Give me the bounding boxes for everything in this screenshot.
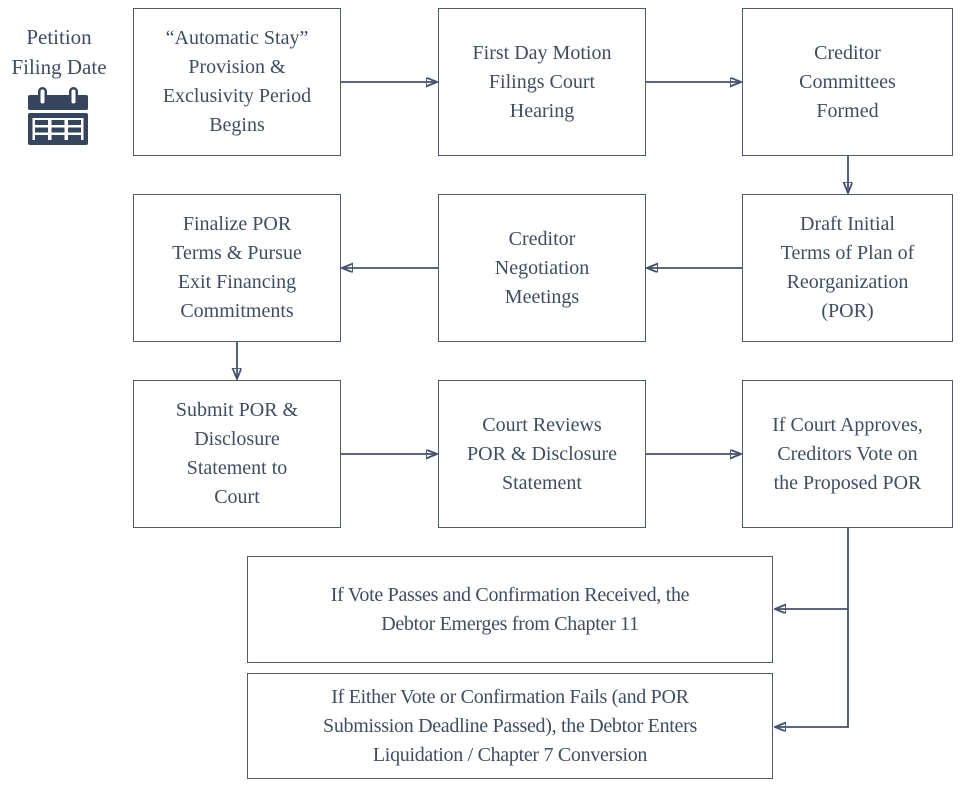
text-line: Statement to (186, 457, 288, 479)
text-line: POR & Disclosure (467, 442, 617, 465)
text-line: Terms of Plan of (780, 242, 915, 264)
text-line: (POR) (821, 300, 874, 322)
text-line: Statement (502, 471, 582, 494)
text-line: Committees (799, 70, 896, 93)
text-line: Meetings (504, 285, 580, 308)
text-line: Submission Deadline Passed), the Debtor … (323, 714, 697, 737)
calendar-icon (28, 87, 88, 145)
text-line: Finalize POR (182, 213, 292, 235)
text-line: Terms & Pursue (172, 242, 302, 264)
text-line: Filings Court (488, 70, 596, 93)
text-line: Debtor Emerges from Chapter 11 (381, 612, 639, 635)
text-line: Court (214, 486, 260, 508)
node-vote-passes-outcome: If Vote Passes and Confirmation Received… (247, 556, 773, 663)
text-line: Filing Date (11, 55, 107, 79)
text-line: Liquidation / Chapter 7 Conversion (372, 743, 648, 766)
text-line: If Either Vote or Confirmation Fails (an… (331, 685, 689, 708)
text-line: Provision & (188, 56, 286, 78)
text-line: Submit POR & (175, 399, 299, 421)
node-automatic-stay: “Automatic Stay” Provision & Exclusivity P… (133, 8, 341, 156)
text-line: Formed (816, 99, 879, 122)
text-line: Exclusivity Period (162, 85, 312, 107)
text-line: Exit Financing (177, 271, 297, 293)
text-line: Creditor (508, 227, 576, 250)
text-line: Draft Initial (800, 213, 895, 235)
text-line: Disclosure (194, 428, 280, 450)
text-line: Petition (26, 25, 92, 49)
text-line: Negotiation (494, 256, 590, 279)
text-line: the Proposed POR (773, 471, 922, 494)
text-line: If Vote Passes and Confirmation Received… (330, 583, 690, 606)
text-line: If Court Approves, (772, 413, 923, 436)
text-line: Commitments (180, 300, 294, 322)
node-court-approves: If Court Approves, Creditors Vote on the P… (742, 380, 953, 528)
text-line: Creditors Vote on (777, 442, 918, 465)
node-vote-fails-outcome: If Either Vote or Confirmation Fails (an… (247, 673, 773, 779)
text-line: Begins (209, 114, 265, 136)
text-line: Reorganization (786, 271, 909, 293)
text-line: “Automatic Stay” (165, 27, 309, 49)
text-line: Creditor (814, 41, 881, 64)
text-line: Court Reviews (482, 413, 602, 436)
text-line: First Day Motion (472, 41, 612, 64)
text-line: Hearing (509, 99, 575, 122)
